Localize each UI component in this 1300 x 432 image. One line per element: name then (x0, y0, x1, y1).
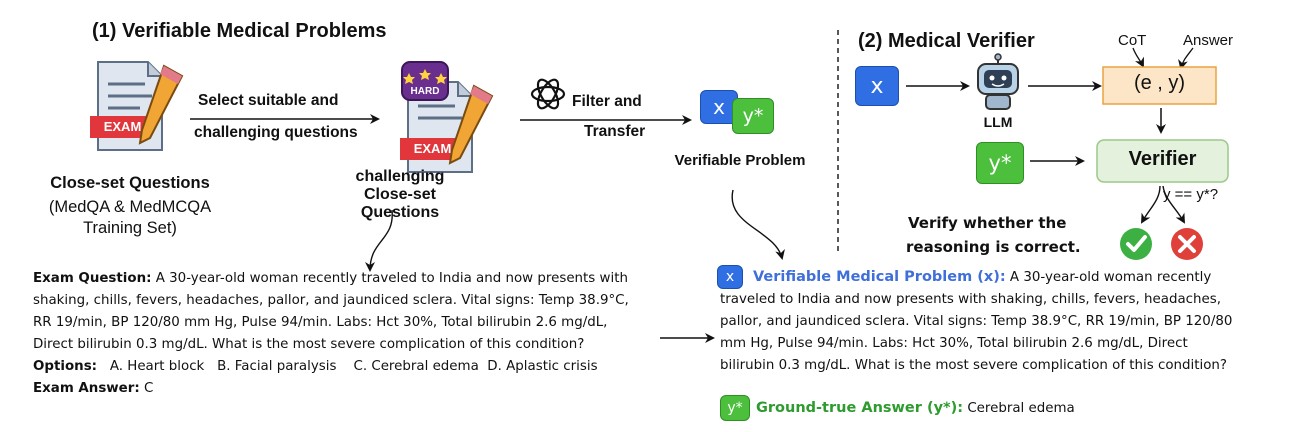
x-bubble-problem-text: x (717, 265, 743, 289)
ystar-bubble-answer: y* (720, 395, 750, 421)
exam-question-block: Exam Question: A 30-year-old woman recen… (33, 268, 663, 400)
exam-question-line1: A 30-year-old woman recently traveled to… (155, 271, 628, 286)
exam-question-line4: Direct bilirubin 0.3 mg/dL. What is the … (33, 337, 585, 352)
exam-document-icon (90, 61, 184, 151)
arrow-verifier-to-check (1141, 185, 1161, 224)
challenging-line2: Close-set Questions (360, 186, 440, 221)
problem-line5: bilirubin 0.3 mg/dL. What is the most se… (720, 358, 1228, 373)
exam-icon-label: EXAM (103, 119, 142, 134)
exam-answer-value: C (143, 381, 154, 396)
problem-block: Verifiable Medical Problem (x): A 30-yea… (720, 266, 1290, 377)
problem-line3: pallor, and jaundiced sclera. Vital sign… (720, 314, 1233, 329)
ystar-bubble-verifier: y* (976, 142, 1024, 184)
cross-circle-icon (1171, 228, 1203, 260)
check-circle-icon (1120, 228, 1152, 260)
exam-icon-label-2: EXAM (413, 141, 452, 156)
exam-options-text: A. Heart block B. Facial paralysis C. Ce… (109, 359, 598, 374)
section2-title: (2) Medical Verifier (858, 30, 1035, 52)
openai-logo-icon (530, 78, 566, 110)
hard-badge: HARD (410, 86, 440, 97)
ey-label: (e , y) (1133, 72, 1186, 94)
exam-question-line2: shaking, chills, fevers, headaches, pall… (33, 293, 629, 308)
verify-line1: Verify whether the (908, 214, 1067, 232)
ground-truth-line: Ground-true Answer (y*): Cerebral edema (756, 397, 1075, 420)
exam-options-label: Options: (33, 359, 98, 374)
arrow-cot-pointer (1132, 47, 1144, 68)
select-label-line2: challenging questions (194, 124, 358, 141)
robot-llm-icon (977, 53, 1019, 110)
exam-answer-label: Exam Answer: (33, 381, 140, 396)
compare-label: y == y*? (1163, 186, 1219, 203)
problem-label: Verifiable Medical Problem (x): (753, 269, 1006, 285)
ground-truth-label: Ground-true Answer (y*): (756, 400, 964, 416)
problem-line4: mm Hg, Pulse 94/min. Labs: Hct 30%, Tota… (720, 336, 1188, 351)
x-bubble-verifier: x (855, 66, 899, 106)
x-bubble-problem: x (700, 90, 738, 124)
ey-box (1102, 66, 1217, 105)
filter-label-line2: Transfer (584, 123, 646, 140)
closeset-sub2: Training Set) (83, 219, 177, 237)
section1-title: (1) Verifiable Medical Problems (92, 20, 387, 42)
answer-label: Answer (1183, 32, 1234, 49)
problem-line1: A 30-year-old woman recently (1009, 270, 1212, 285)
problem-line2: traveled to India and now presents with … (720, 292, 1222, 307)
closeset-sub1: (MedQA & MedMCQA (48, 198, 212, 216)
cot-label: CoT (1118, 32, 1147, 49)
ystar-bubble-problem: y* (732, 98, 774, 134)
select-label-line1: Select suitable and (198, 92, 339, 109)
llm-label: LLM (983, 114, 1013, 130)
challenging-line1: challenging (355, 168, 445, 185)
exam-question-line3: RR 19/min, BP 120/80 mm Hg, Pulse 94/min… (33, 315, 608, 330)
arrow-curve-to-exam (365, 209, 393, 272)
hard-exam-document-icon (400, 61, 494, 173)
closeset-title: Close-set Questions (50, 174, 210, 192)
filter-label-line1: Filter and (572, 93, 642, 110)
ground-truth-value: Cerebral edema (967, 401, 1075, 416)
verifier-label: Verifier (1128, 148, 1197, 170)
arrow-verifier-to-cross (1162, 185, 1185, 224)
verify-line2: reasoning is correct. (906, 238, 1081, 256)
verifiable-problem-label: Verifiable Problem (674, 152, 806, 169)
arrow-answer-pointer (1178, 47, 1194, 70)
exam-question-label: Exam Question: (33, 271, 152, 286)
arrow-curve-to-problem (731, 189, 785, 260)
verifier-box (1096, 139, 1229, 183)
